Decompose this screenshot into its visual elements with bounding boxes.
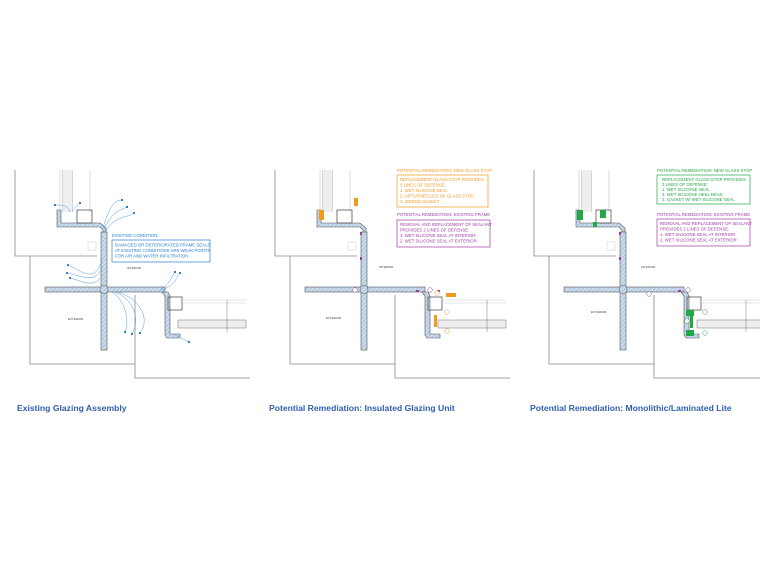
callout-box xyxy=(656,174,751,205)
callout-line: 2. WET SILICONE SEAL AT EXTERIOR xyxy=(660,238,737,243)
callout-number-markers xyxy=(352,287,450,334)
glass-unit xyxy=(63,170,72,212)
lower-wall-outline xyxy=(134,295,250,379)
callout-line: REPLACEMENT GLASS STOP PROVIDES xyxy=(662,177,746,182)
callout-line: REPLACEMENT GLASS STOP PROVIDES xyxy=(400,177,484,182)
orange-seals xyxy=(319,198,456,327)
interior-label: INTERIOR xyxy=(127,266,142,270)
callout-title: POTENTIAL REMEDIATION: NEW GLASS STOP xyxy=(657,168,752,173)
arrowheads xyxy=(53,198,191,344)
callout-title: EXISTING CONDITION: xyxy=(112,233,159,238)
infiltration-arrows xyxy=(54,199,190,343)
callout-line: 1. WET SILICONE SEAL xyxy=(400,188,448,193)
lower-glass-stop xyxy=(167,296,183,311)
interior-label: INTERIOR xyxy=(379,265,394,269)
callout-line: 3 LINES OF DEFENSE: xyxy=(400,183,446,188)
placeholder-block xyxy=(87,241,97,251)
callout-title: POTENTIAL REMEDIATION: NEW GLASS STOP xyxy=(397,168,492,173)
green-seals xyxy=(577,210,694,336)
lower-frame xyxy=(161,291,181,339)
callout-line: 2. WET SILICONE HEEL BEAD xyxy=(662,192,723,197)
exterior-label: EXTERIOR xyxy=(326,316,342,320)
exterior-label: EXTERIOR xyxy=(591,310,607,314)
caption-igu: Potential Remediation: Insulated Glazing… xyxy=(269,403,455,413)
callout-box xyxy=(396,174,489,208)
callout-line: REMOVAL AND REPLACEMENT OF SEALANT xyxy=(660,221,752,226)
interior-label: INTERIOR xyxy=(641,265,656,269)
mullion-node xyxy=(99,285,109,294)
callout-line: 3. WEDGE GASKET xyxy=(400,199,440,204)
callout-box xyxy=(656,218,751,247)
caption-existing: Existing Glazing Assembly xyxy=(17,403,127,413)
callout-line: 3 LINES OF DEFENSE: xyxy=(662,182,708,187)
glass-stop xyxy=(76,209,93,224)
callout-line: REMOVAL AND REPLACEMENT OF SEALANT xyxy=(400,222,492,227)
callout-line: FOR AIR AND WATER INFILTRATION xyxy=(115,254,188,259)
section-detail xyxy=(14,170,250,379)
callout-line: 1. WET SILICONE SEAL xyxy=(662,187,710,192)
callout-line: 2. UPTURNED LEG OF GLASS STOP xyxy=(400,194,474,199)
callout-line: DAMAGED OR DETERIORATED FRAME SEALS xyxy=(115,243,210,248)
callout-box xyxy=(396,219,491,248)
callout-line: 1. WET SILICONE SEAL AT INTERIOR xyxy=(660,232,735,237)
callout-line: PROVIDES 2 LINES OF DEFENSE: xyxy=(660,227,729,232)
callout-line: 2. WET SILICONE SEAL AT EXTERIOR xyxy=(400,239,477,244)
caption-monolithic: Potential Remediation: Monolithic/Lamina… xyxy=(530,403,732,413)
callout-line: PROVIDES 2 LINES OF DEFENSE: xyxy=(400,228,469,233)
exterior-label: EXTERIOR xyxy=(68,317,84,321)
upper-wall-outline xyxy=(14,170,97,257)
callout-line: AT EXISTING CONDITIONS ARE WEAK POINTS xyxy=(115,248,210,253)
callout-line: 3. GASKET W/ WET SILICONE SEAL xyxy=(662,197,735,202)
purple-seals xyxy=(619,232,681,292)
exterior-wall-outline xyxy=(29,256,135,365)
callout-box xyxy=(111,239,211,263)
callout-line: 1. WET SILICONE SEAL AT INTERIOR xyxy=(400,233,475,238)
lower-glass xyxy=(177,319,247,329)
callout-title: POTENTIAL REMEDIATION: EXISTING FRAME xyxy=(657,212,750,217)
callout-title: POTENTIAL REMEDIATION: EXISTING FRAME xyxy=(397,212,490,217)
callout-number-markers xyxy=(646,287,708,336)
